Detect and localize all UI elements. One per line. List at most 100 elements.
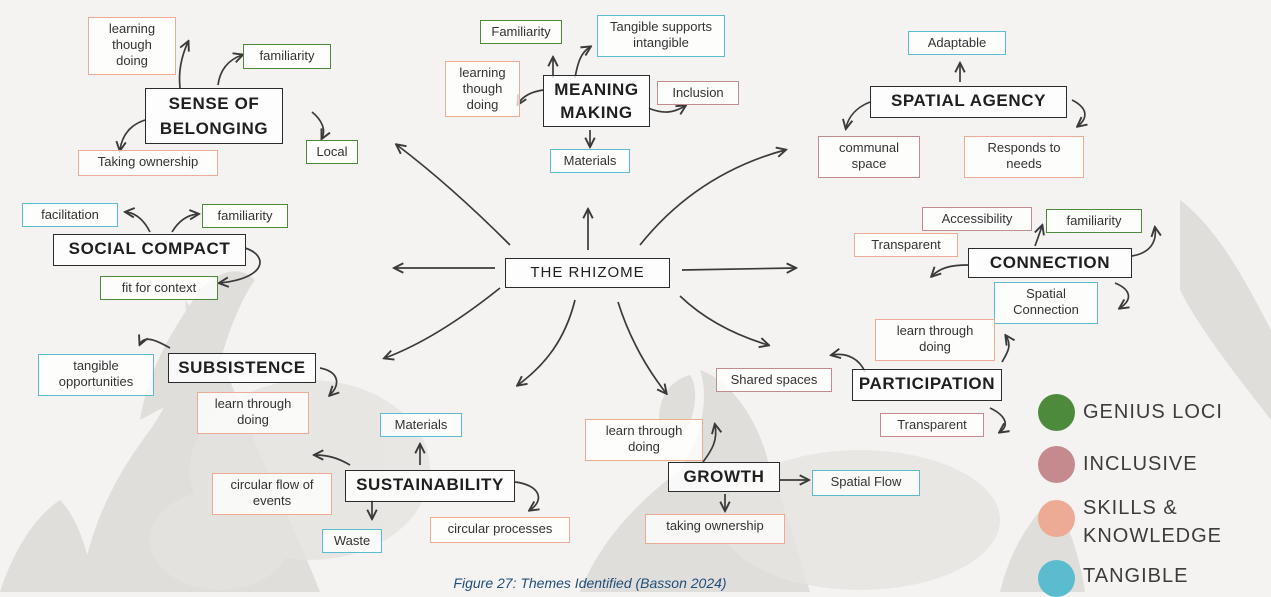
tag-familiarity: familiarity <box>1046 209 1142 233</box>
theme-connection: CONNECTION <box>968 248 1132 278</box>
legend-swatch <box>1038 500 1075 537</box>
tag-line: events <box>252 493 292 508</box>
tag-line: learn through <box>214 396 292 411</box>
tag-line: learning <box>459 65 506 80</box>
tag-learn-through-doing: learn through doing <box>585 419 703 461</box>
tag-taking-ownership: Taking ownership <box>78 150 218 176</box>
tag-familiarity: Familiarity <box>480 20 562 44</box>
tag-materials: Materials <box>380 413 462 437</box>
theme-label: SUSTAINABILITY <box>356 475 504 494</box>
tag-label: Transparent <box>897 417 967 432</box>
tag-label: taking ownership <box>666 518 764 533</box>
tag-adaptable: Adaptable <box>908 31 1006 55</box>
tag-communal-space: communal space <box>818 136 920 178</box>
tag-label: Materials <box>563 153 617 168</box>
tag-line: needs <box>1006 156 1042 171</box>
theme-label: SPATIAL AGENCY <box>890 91 1047 110</box>
tag-transparent: Transparent <box>854 233 958 257</box>
tag-label: Spatial Flow <box>830 474 902 489</box>
tag-line: doing <box>466 97 499 112</box>
tag-label: Transparent <box>871 237 941 252</box>
legend-swatch <box>1038 446 1075 483</box>
theme-social-compact: SOCIAL COMPACT <box>53 234 246 266</box>
center-node-label: THE RHIZOME <box>530 264 645 281</box>
theme-label-line1: SENSE OF <box>168 94 260 113</box>
tag-line: circular flow of <box>230 477 314 492</box>
tag-waste: Waste <box>322 529 382 553</box>
tag-line: Responds to <box>987 140 1061 155</box>
tag-label: familiarity <box>1066 213 1122 228</box>
tag-taking-ownership: taking ownership <box>645 514 785 544</box>
legend-swatch <box>1038 560 1075 597</box>
legend-label-line1: SKILLS & <box>1083 497 1178 519</box>
tag-line: learn through <box>896 323 974 338</box>
tag-label: Waste <box>333 533 371 548</box>
tag-spatial-flow: Spatial Flow <box>812 470 920 496</box>
figure-caption: Figure 27: Themes Identified (Basson 202… <box>453 575 727 591</box>
theme-label-line1: MEANING <box>554 80 639 99</box>
tag-label: Adaptable <box>927 35 987 50</box>
theme-spatial-agency: SPATIAL AGENCY <box>870 86 1067 118</box>
tag-line: learn through <box>605 423 683 438</box>
tag-label: facilitation <box>41 207 99 222</box>
tag-line: doing <box>237 412 269 427</box>
theme-label-line2: MAKING <box>560 103 633 122</box>
theme-label: GROWTH <box>683 467 765 486</box>
theme-meaning-making: MEANING MAKING <box>543 75 650 127</box>
tag-line: communal <box>839 140 899 155</box>
tag-accessibility: Accessibility <box>922 207 1032 231</box>
theme-subsistence: SUBSISTENCE <box>168 353 316 383</box>
tag-label: Taking ownership <box>97 154 199 169</box>
tag-familiarity: familiarity <box>243 44 331 69</box>
legend-label-line2: KNOWLEDGE <box>1083 525 1223 547</box>
tag-learn-through-doing: learn through doing <box>875 319 995 361</box>
tag-tangible-supports-intangible: Tangible supports intangible <box>597 15 725 57</box>
tag-learning-though-doing: learning though doing <box>88 17 176 75</box>
tag-transparent: Transparent <box>880 413 984 437</box>
tag-spatial-connection: Spatial Connection <box>994 282 1098 324</box>
tag-line: Tangible supports <box>610 19 712 34</box>
legend-label: GENIUS LOCI <box>1083 401 1223 423</box>
tag-line: doing <box>116 53 148 68</box>
theme-growth: GROWTH <box>668 462 780 492</box>
tag-line: opportunities <box>58 374 134 389</box>
tag-line: doing <box>919 339 951 354</box>
theme-label: CONNECTION <box>989 253 1111 272</box>
tag-inclusion: Inclusion <box>657 81 739 105</box>
tag-label: familiarity <box>217 208 273 223</box>
theme-label-line2: BELONGING <box>159 119 269 138</box>
tag-label: Inclusion <box>672 85 724 100</box>
tag-tangible-opportunities: tangible opportunities <box>38 354 154 396</box>
tag-label: Local <box>316 144 348 159</box>
tag-local: Local <box>306 140 358 164</box>
tag-line: space <box>851 156 887 171</box>
theme-label: SOCIAL COMPACT <box>68 239 231 258</box>
legend-label: INCLUSIVE <box>1083 453 1198 475</box>
tag-line: intangible <box>633 35 689 50</box>
tag-label: Accessibility <box>941 211 1013 226</box>
tag-learning-though-doing: learning though doing <box>445 61 520 117</box>
tag-label: circular processes <box>447 521 553 536</box>
theme-label: PARTICIPATION <box>858 374 996 393</box>
theme-participation: PARTICIPATION <box>852 369 1002 401</box>
tag-label: Shared spaces <box>730 372 818 387</box>
tag-line: though <box>112 37 152 52</box>
tag-responds-to-needs: Responds to needs <box>964 136 1084 178</box>
tag-label: Materials <box>394 417 448 432</box>
tag-fit-for-context: fit for context <box>100 276 218 300</box>
tag-circular-processes: circular processes <box>430 517 570 543</box>
legend-swatch <box>1038 394 1075 431</box>
tag-line: doing <box>628 439 660 454</box>
legend-label: TANGIBLE <box>1083 565 1189 587</box>
tag-shared-spaces: Shared spaces <box>716 368 832 392</box>
tag-materials: Materials <box>550 149 630 173</box>
tag-line: though <box>462 81 503 96</box>
tag-label: familiarity <box>259 48 315 63</box>
tag-circular-flow-of-events: circular flow of events <box>212 473 332 515</box>
tag-label: Familiarity <box>491 24 551 39</box>
tag-facilitation: facilitation <box>22 203 118 227</box>
theme-label: SUBSISTENCE <box>178 358 306 377</box>
tag-label: fit for context <box>121 280 197 295</box>
tag-familiarity: familiarity <box>202 204 288 228</box>
theme-sustainability: SUSTAINABILITY <box>345 470 515 502</box>
